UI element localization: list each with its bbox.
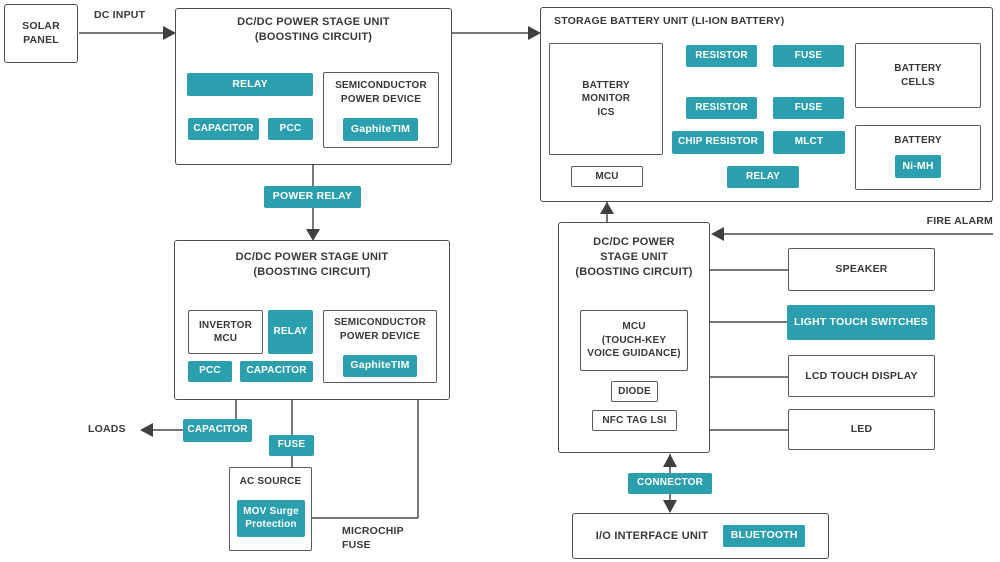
- bluetooth-chip: BLUETOOTH: [723, 525, 806, 547]
- resistor-bottom-chip: RESISTOR: [686, 97, 757, 119]
- led-box: LED: [788, 409, 935, 450]
- arrowhead-loads: [140, 423, 153, 437]
- light-touch-switches-chip: LIGHT TOUCH SWITCHES: [787, 305, 935, 340]
- mlct-chip: MLCT: [773, 131, 845, 154]
- storage-mcu-box: MCU: [571, 166, 643, 187]
- lcd-touch-display-box: LCD TOUCH DISPLAY: [788, 355, 935, 397]
- unit2-relay-chip: RELAY: [268, 310, 313, 354]
- diode-box: DIODE: [611, 381, 658, 402]
- dcdc-unit2-title: DC/DC POWER STAGE UNIT (BOOSTING CIRCUIT…: [235, 251, 389, 278]
- output-fuse-chip: FUSE: [269, 435, 314, 456]
- unit3-mcu-box: MCU (TOUCH-KEY VOICE GUIDANCE): [580, 310, 688, 371]
- chip-resistor-chip: CHIP RESISTOR: [672, 131, 764, 154]
- dc-input-label: DC INPUT: [94, 9, 146, 21]
- arrowhead-fire-alarm: [711, 227, 724, 241]
- power-relay-chip: POWER RELAY: [264, 186, 361, 208]
- solar-panel-label-line1: SOLAR: [22, 19, 60, 32]
- battery-box-title: BATTERY: [894, 135, 942, 146]
- unit2-capacitor-chip: CAPACITOR: [240, 361, 313, 382]
- fuse-bottom-chip: FUSE: [773, 97, 844, 119]
- fuse-top-chip: FUSE: [773, 45, 844, 67]
- unit1-capacitor-chip: CAPACITOR: [188, 118, 259, 140]
- unit1-relay-chip: RELAY: [187, 73, 313, 96]
- ac-source-title: AC SOURCE: [239, 476, 302, 487]
- arrowhead-power-relay: [306, 229, 320, 241]
- io-interface-unit-title: I/O INTERFACE UNIT: [595, 529, 709, 542]
- dcdc-unit1-title: DC/DC POWER STAGE UNIT (BOOSTING CIRCUIT…: [237, 16, 390, 43]
- solar-panel-box: SOLAR PANEL: [4, 4, 78, 63]
- arrowhead-dc-input: [163, 26, 176, 40]
- arrowhead-connector-down: [663, 500, 677, 513]
- arrowhead-unit1-storage: [528, 26, 541, 40]
- unit2-pcc-chip: PCC: [188, 361, 232, 382]
- ni-mh-chip: Ni-MH: [895, 155, 941, 178]
- battery-monitor-ics-box: BATTERY MONITOR ICS: [549, 43, 663, 155]
- fire-alarm-label: FIRE ALARM: [926, 215, 993, 227]
- solar-panel-label-line2: PANEL: [23, 33, 59, 46]
- storage-battery-unit-title: STORAGE BATTERY UNIT (LI-ION BATTERY): [554, 15, 785, 27]
- loads-label: LOADS: [88, 423, 126, 435]
- microchip-fuse-label: MICROCHIP FUSE: [342, 525, 404, 551]
- resistor-top-chip: RESISTOR: [686, 45, 757, 67]
- speaker-box: SPEAKER: [788, 248, 935, 291]
- unit2-semiconductor-box: SEMICONDUCTOR POWER DEVICE: [323, 310, 437, 383]
- connector-chip: CONNECTOR: [628, 473, 712, 494]
- unit2-graphitetim-chip: GaphiteTIM: [343, 355, 417, 377]
- arrowhead-mcu-unit3: [600, 202, 614, 214]
- battery-cells-box: BATTERY CELLS: [855, 43, 981, 108]
- unit2-invertor-mcu-box: INVERTOR MCU: [188, 310, 263, 354]
- unit1-pcc-chip: PCC: [268, 118, 313, 140]
- unit1-graphitetim-chip: GaphiteTIM: [343, 118, 418, 141]
- mov-surge-protection-chip: MOV Surge Protection: [237, 500, 305, 537]
- arrowhead-connector-up: [663, 454, 677, 467]
- storage-relay-chip: RELAY: [727, 166, 799, 188]
- output-capacitor-chip: CAPACITOR: [183, 419, 252, 442]
- nfc-tag-lsi-box: NFC TAG LSI: [592, 410, 677, 431]
- io-interface-unit-box: I/O INTERFACE UNIT BLUETOOTH: [572, 513, 829, 559]
- dcdc-unit3-title: DC/DC POWER STAGE UNIT (BOOSTING CIRCUIT…: [575, 236, 693, 278]
